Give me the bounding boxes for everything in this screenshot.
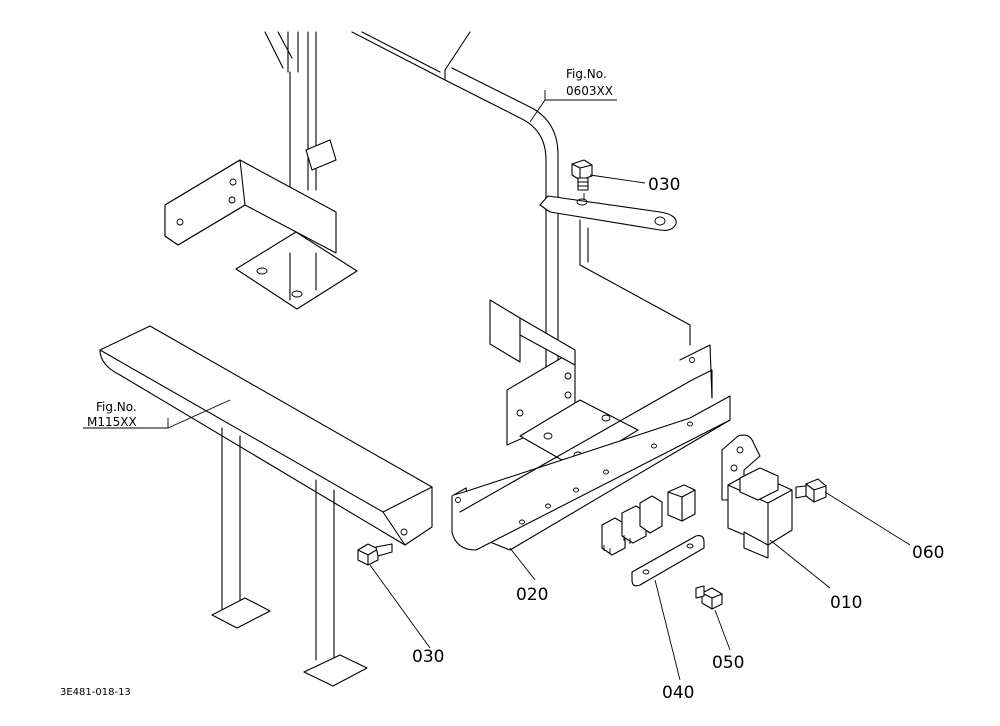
screw-050 (695, 585, 723, 610)
fuse-block (601, 484, 696, 556)
bolt-030-top (571, 159, 593, 200)
callout-050: 050 (712, 653, 744, 673)
relay-010 (727, 467, 793, 559)
seat-assembly (99, 325, 433, 687)
figref-top-number: 0603XX (566, 84, 613, 98)
bracket-020 (451, 344, 731, 551)
figref-top-label: Fig.No. (566, 67, 607, 81)
callout-030-bottom: 030 (412, 647, 444, 667)
bolt-030-bottom (357, 543, 393, 566)
callout-010: 010 (830, 593, 862, 613)
callout-040: 040 (662, 683, 694, 703)
callout-020: 020 (516, 585, 548, 605)
bolt-060 (795, 478, 827, 503)
leader-lines (83, 90, 911, 681)
plate-040 (631, 535, 705, 587)
figref-left-label: Fig.No. (96, 400, 137, 414)
figref-left-number: M115XX (87, 415, 137, 429)
center-bracket (489, 299, 639, 469)
mount-plate-upper (539, 195, 677, 231)
seat-post-frame (164, 31, 358, 310)
document-id: 3E481-018-13 (60, 687, 131, 698)
callout-060: 060 (912, 543, 944, 563)
callout-030-top: 030 (648, 175, 680, 195)
